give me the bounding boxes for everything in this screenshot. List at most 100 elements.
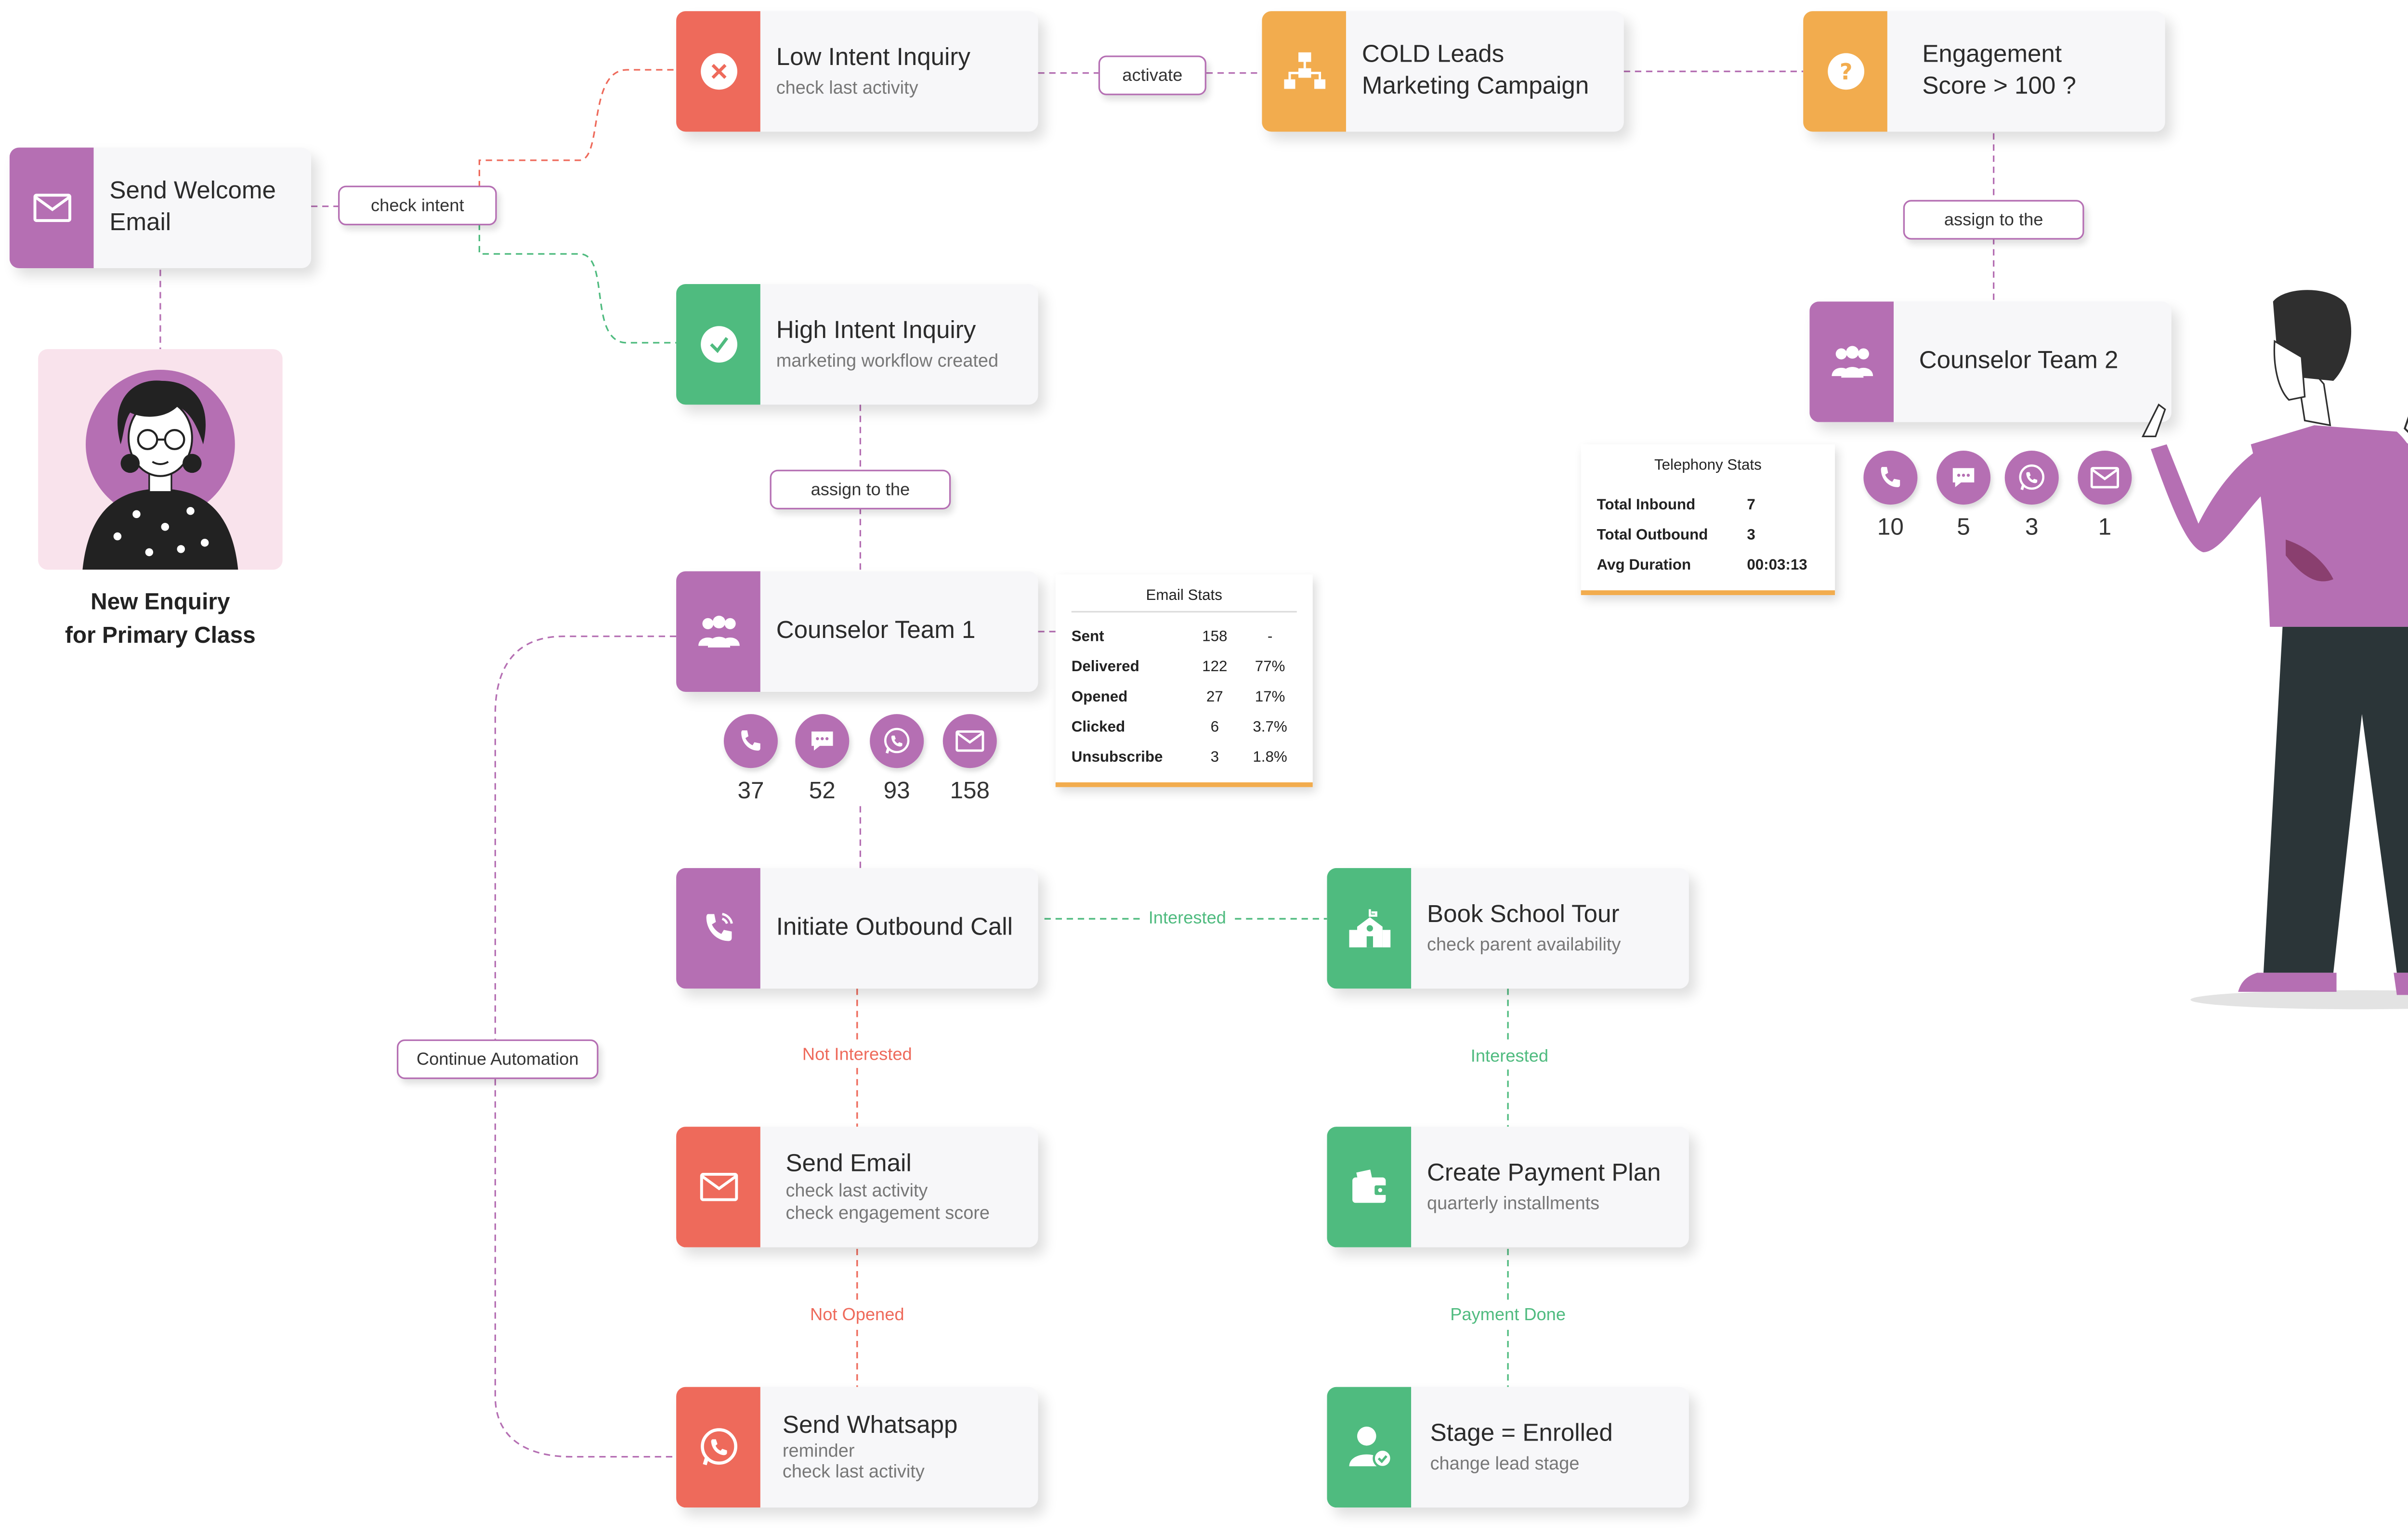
chat-icon <box>795 714 850 768</box>
email-stat-pct: 1.8% <box>1253 749 1287 766</box>
node-title: Counselor Team 2 <box>1919 347 2119 375</box>
channel-chat[interactable]: 52 <box>794 714 851 805</box>
pill-assign-to-the-1[interactable]: assign to the <box>770 469 951 509</box>
user-check-icon <box>1327 1387 1412 1508</box>
email-stat-label: Unsubscribe <box>1071 749 1163 766</box>
node-send-whatsapp[interactable]: Send Whatsapp reminder check last activi… <box>676 1387 1038 1508</box>
telephony-stat-label: Total Inbound <box>1597 496 1696 514</box>
whatsapp-icon <box>676 1387 760 1508</box>
node-title: High Intent Inquiry <box>776 317 976 345</box>
whatsapp-icon <box>870 714 924 768</box>
node-title: Send Whatsapp <box>782 1412 958 1440</box>
channel-phone[interactable]: 37 <box>722 714 780 805</box>
pill-assign-to-the-2[interactable]: assign to the <box>1903 200 2084 240</box>
enquiry-avatar <box>38 349 283 570</box>
phone-icon <box>1863 451 1918 505</box>
node-engagement-score[interactable]: ? Engagement Score > 100 ? <box>1803 11 2165 132</box>
node-title-line1: Engagement <box>1922 41 2062 68</box>
node-send-welcome-email[interactable]: Send Welcome Email <box>9 147 311 269</box>
enquiry-label-line1: New Enquiry <box>91 590 230 616</box>
node-subtitle: change lead stage <box>1430 1455 1580 1474</box>
channel-envelope[interactable]: 1 <box>2076 451 2133 541</box>
node-initiate-outbound-call[interactable]: Initiate Outbound Call <box>676 868 1038 989</box>
email-stat-pct: 77% <box>1255 658 1285 676</box>
pill-continue-automation[interactable]: Continue Automation <box>396 1039 599 1079</box>
node-high-intent-inquiry[interactable]: High Intent Inquiry marketing workflow c… <box>676 284 1038 405</box>
telephony-stat-value: 3 <box>1747 527 1755 545</box>
node-title-line2: Marketing Campaign <box>1361 73 1589 100</box>
enquiry-label-line2: for Primary Class <box>65 624 256 650</box>
enquiry-label: New Enquiry for Primary Class <box>38 587 283 653</box>
pill-check-intent[interactable]: check intent <box>338 185 497 226</box>
channel-chat[interactable]: 5 <box>1935 451 1992 541</box>
node-stage-enrolled[interactable]: Stage = Enrolled change lead stage <box>1327 1387 1689 1508</box>
envelope-icon <box>9 147 94 269</box>
node-low-intent-inquiry[interactable]: Low Intent Inquiry check last activity <box>676 11 1038 132</box>
node-title: Low Intent Inquiry <box>776 44 970 72</box>
node-counselor-team-2[interactable]: Counselor Team 2 <box>1809 301 2172 422</box>
channel-count: 37 <box>737 777 764 805</box>
edge-label-not-opened: Not Opened <box>810 1306 904 1325</box>
email-stats-title: Email Stats <box>1071 574 1297 613</box>
node-cold-leads-campaign[interactable]: COLD Leads Marketing Campaign <box>1262 11 1624 132</box>
edge-label-interested-1: Interested <box>1148 909 1226 929</box>
phone-icon <box>723 714 778 768</box>
chat-icon <box>1936 451 1991 505</box>
edge-label-payment-done: Payment Done <box>1450 1306 1566 1325</box>
wallet-icon <box>1327 1127 1412 1247</box>
team-icon <box>1809 301 1894 422</box>
svg-text:?: ? <box>1839 59 1852 85</box>
email-stat-pct: 17% <box>1255 689 1285 706</box>
node-subtitle-1: check last activity <box>785 1182 928 1201</box>
whatsapp-icon <box>2004 451 2059 505</box>
email-stat-count: 122 <box>1202 658 1228 676</box>
edge-label-interested-2: Interested <box>1470 1047 1549 1066</box>
email-stat-label: Sent <box>1071 628 1104 646</box>
channel-count: 158 <box>950 777 990 805</box>
node-send-email[interactable]: Send Email check last activity check eng… <box>676 1127 1038 1247</box>
link-pill-low <box>478 69 677 187</box>
email-stat-count: 27 <box>1206 689 1223 706</box>
node-subtitle: marketing workflow created <box>776 352 999 372</box>
node-subtitle-2: check engagement score <box>785 1204 990 1224</box>
presenter-illustration <box>2141 290 2408 1010</box>
channel-phone[interactable]: 10 <box>1862 451 1919 541</box>
channel-whatsapp[interactable]: 3 <box>2003 451 2060 541</box>
telephony-stat-value: 7 <box>1747 496 1755 514</box>
team-icon <box>676 571 760 692</box>
channel-envelope[interactable]: 158 <box>941 714 998 805</box>
node-create-payment-plan[interactable]: Create Payment Plan quarterly installmen… <box>1327 1127 1689 1247</box>
channel-count: 5 <box>1957 514 1970 541</box>
channel-count: 52 <box>809 777 836 805</box>
node-title: Stage = Enrolled <box>1430 1420 1613 1447</box>
pill-activate[interactable]: activate <box>1098 55 1206 95</box>
workflow-icon <box>1262 11 1346 132</box>
node-title: Send Welcome Email <box>109 178 276 237</box>
phone-call-icon <box>676 868 760 989</box>
node-subtitle: check parent availability <box>1427 936 1621 956</box>
channel-count: 93 <box>883 777 910 805</box>
node-book-school-tour[interactable]: Book School Tour check parent availabili… <box>1327 868 1689 989</box>
node-title: Create Payment Plan <box>1427 1160 1661 1187</box>
node-counselor-team-1[interactable]: Counselor Team 1 <box>676 571 1038 692</box>
channel-whatsapp[interactable]: 93 <box>868 714 926 805</box>
link-pill-high <box>478 223 677 344</box>
channel-count: 1 <box>2098 514 2112 541</box>
node-title-line2: Score > 100 ? <box>1922 73 2076 100</box>
telephony-stats-title: Telephony Stats <box>1654 457 1762 475</box>
node-subtitle-1: reminder <box>782 1442 855 1462</box>
question-icon: ? <box>1803 11 1887 132</box>
node-title: Initiate Outbound Call <box>776 914 1013 941</box>
email-stat-pct: - <box>1267 628 1273 646</box>
